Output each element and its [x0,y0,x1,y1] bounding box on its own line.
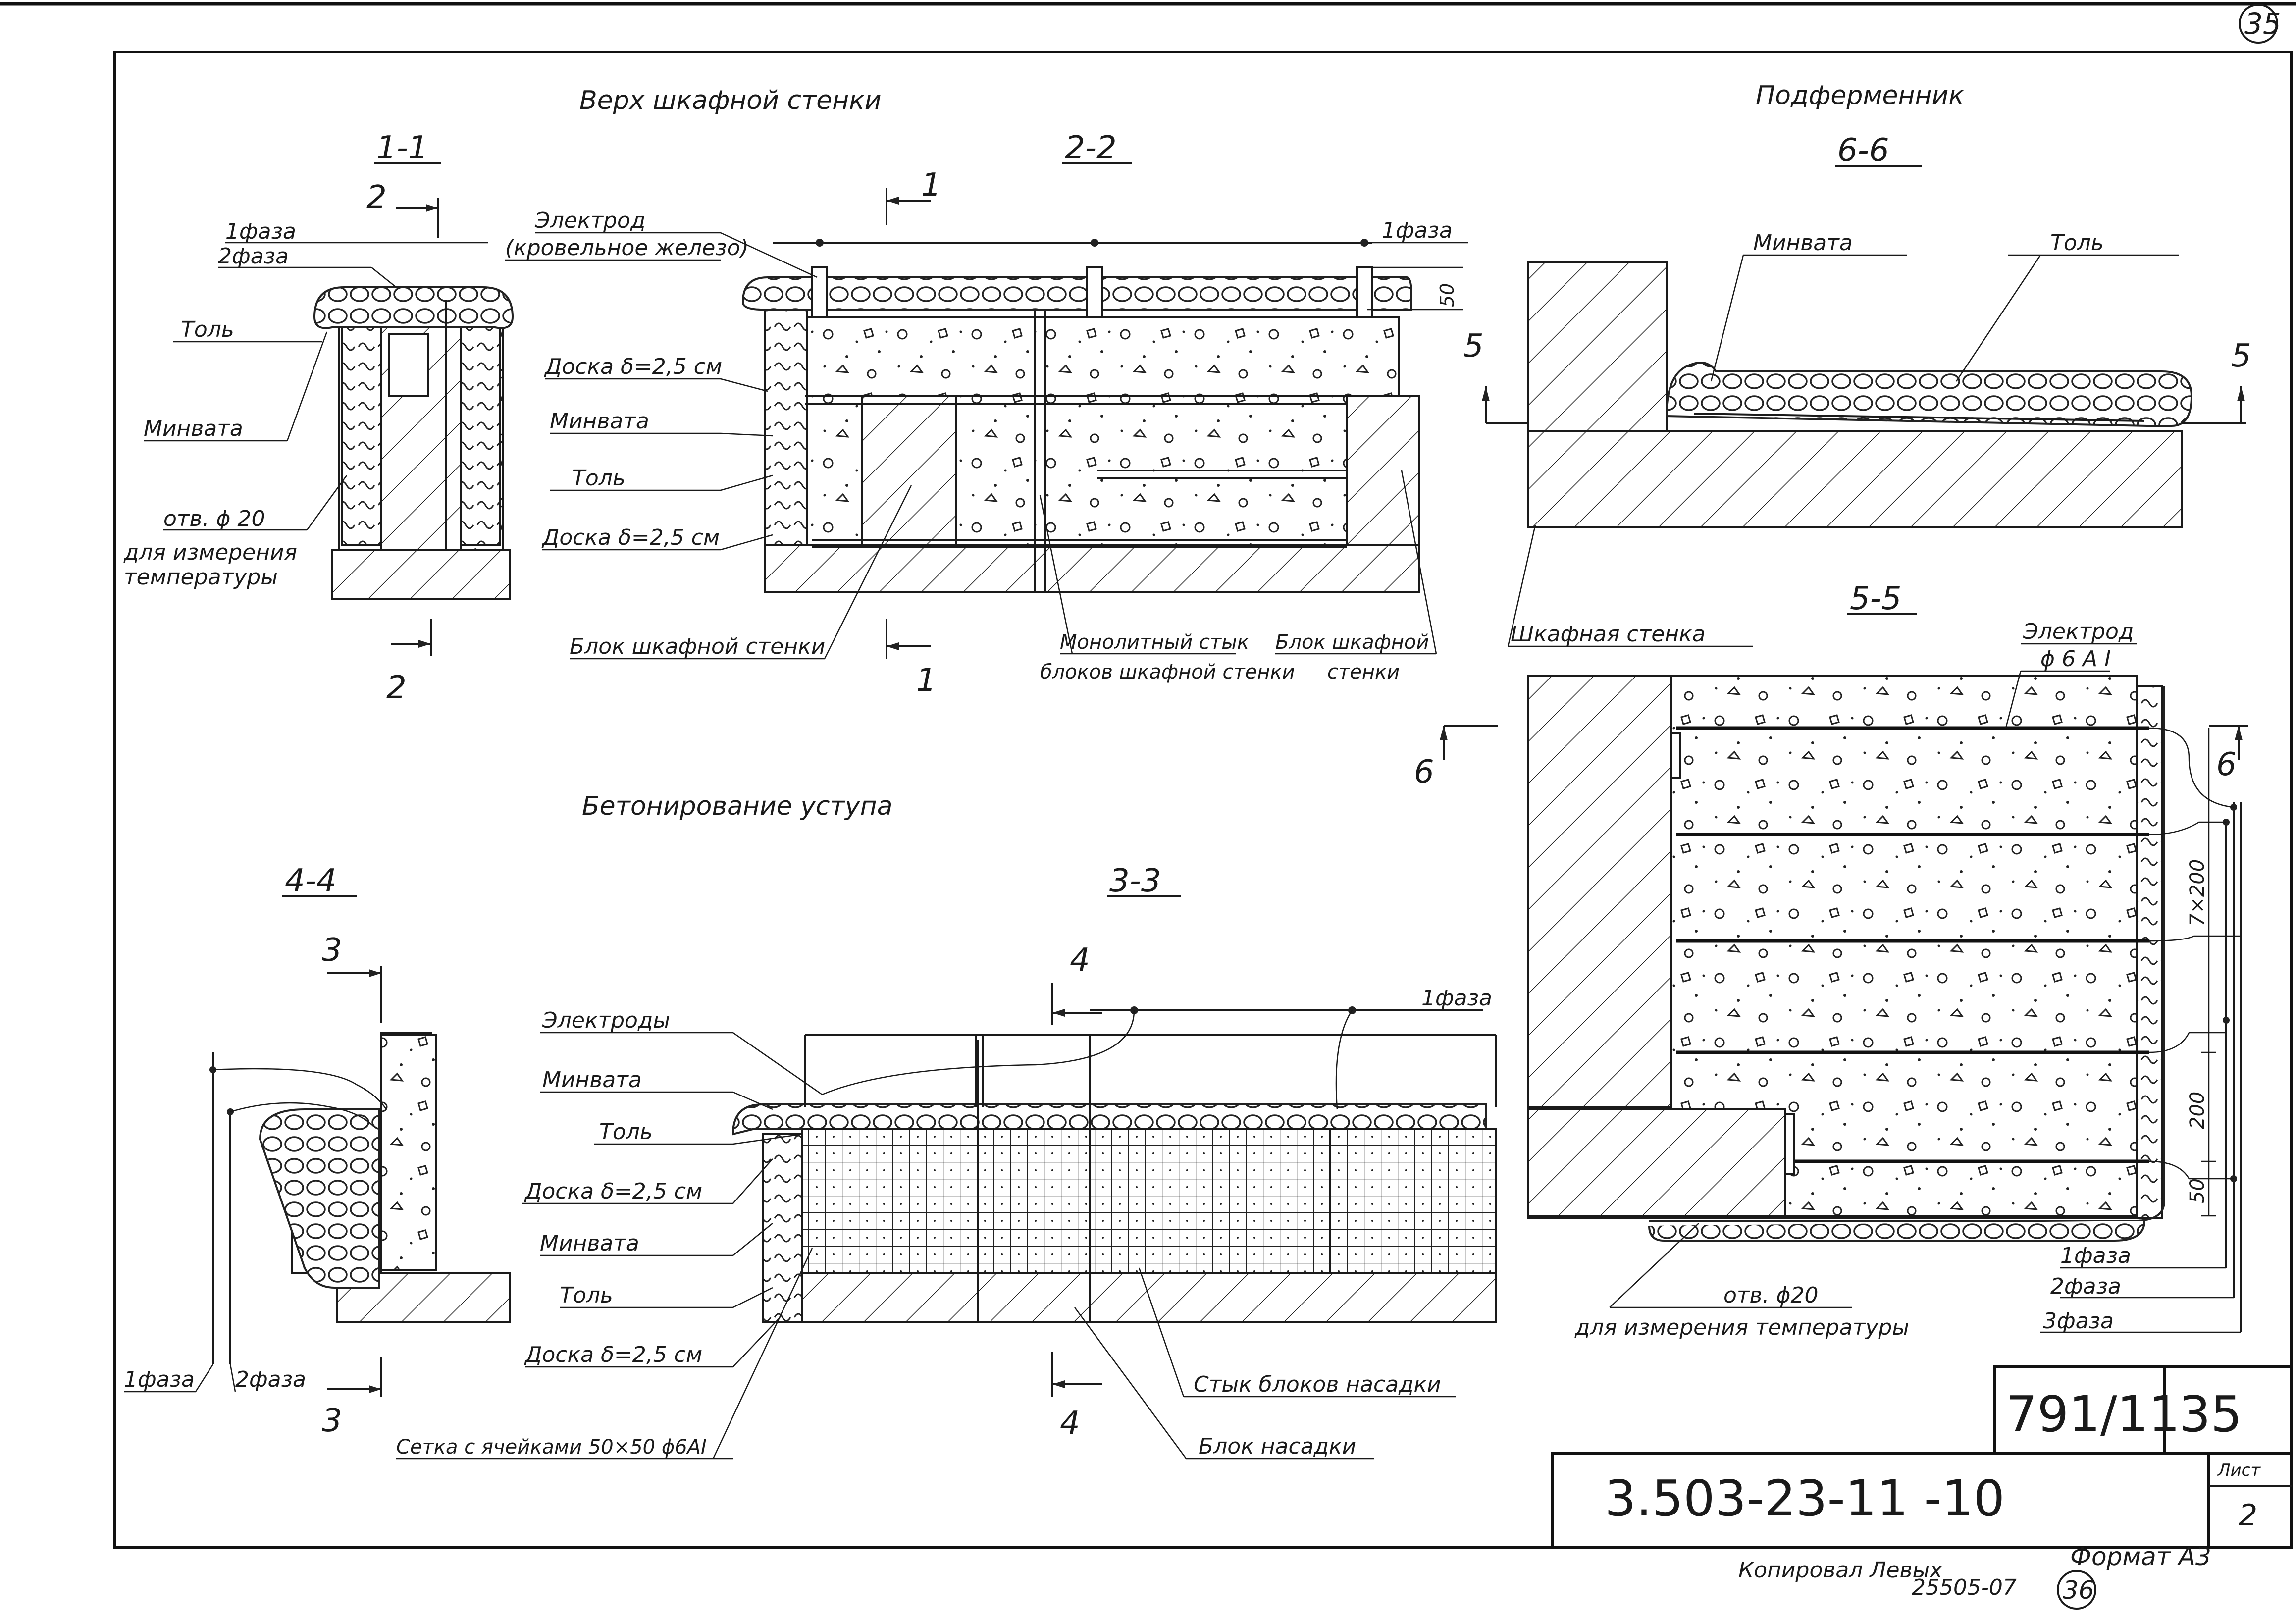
svg-text:6: 6 [2216,746,2237,783]
svg-text:6-6: 6-6 [1837,132,1889,169]
svg-text:Стык блоков насадки: Стык блоков насадки [1194,1372,1441,1397]
list-label: Лист [2217,1461,2261,1480]
svg-text:Толь: Толь [181,317,234,342]
svg-text:4: 4 [1070,942,1090,979]
svg-text:Толь: Толь [572,466,626,491]
svg-text:1: 1 [916,662,937,699]
svg-text:50: 50 [2186,1178,2209,1203]
svg-text:1фаза: 1фаза [2060,1243,2131,1268]
svg-text:2фаза: 2фаза [235,1367,306,1392]
svg-text:Доска δ=2,5 см: Доска δ=2,5 см [544,354,722,379]
svg-text:Электрод: Электрод [534,208,645,233]
svg-text:4: 4 [1060,1405,1080,1442]
svg-text:Доска δ=2,5 см: Доска δ=2,5 см [524,1179,702,1204]
svg-text:6: 6 [1414,754,1434,790]
section-6-6: 6-6 5 5 Минвата Толь Шкафная стенка [1463,132,2251,647]
svg-text:Электроды: Электроды [542,1008,670,1033]
svg-text:1фаза: 1фаза [1421,986,1492,1011]
svg-text:3фаза: 3фаза [2043,1308,2114,1334]
svg-text:Блок насадки: Блок насадки [1199,1434,1356,1459]
svg-text:5: 5 [1463,328,1484,365]
corner-number: 35 [2244,7,2281,41]
svg-text:для измерения: для измерения [123,540,297,565]
svg-text:2: 2 [366,179,387,216]
svg-text:1фаза: 1фаза [1382,218,1453,243]
svg-text:1фаза: 1фаза [225,219,296,244]
svg-text:Минвата: Минвата [550,409,649,434]
corner-number-circle [2239,4,2278,44]
svg-text:Толь: Толь [599,1119,653,1145]
svg-text:для измерения температуры: для измерения температуры [1574,1315,1909,1340]
sheet-number: 35 [2179,1385,2242,1443]
section-2-2: 2-2 50 1 1 1фаза Эле [505,130,1468,699]
svg-text:5-5: 5-5 [1850,580,1902,617]
svg-text:2: 2 [386,670,407,706]
svg-text:Толь: Толь [2050,230,2104,256]
heading-top-wall: Верх шкафной стенки [579,86,882,115]
svg-text:5: 5 [2231,338,2251,374]
svg-text:температуры: температуры [124,565,278,590]
svg-text:отв. ϕ 20: отв. ϕ 20 [163,506,265,531]
doc-number: 3.503-23-11 -10 [1605,1469,2005,1527]
svg-text:Минвата: Минвата [540,1231,639,1256]
bottom-circle-number: 36 [2063,1576,2094,1605]
svg-text:стенки: стенки [1327,661,1400,683]
svg-text:1фаза: 1фаза [124,1367,195,1392]
svg-text:Сетка с ячейками 50×50 ϕ6АI: Сетка с ячейками 50×50 ϕ6АI [396,1436,707,1459]
svg-text:блоков шкафной стенки: блоков шкафной стенки [1040,661,1295,683]
svg-text:200: 200 [2186,1092,2209,1129]
svg-text:отв. ϕ20: отв. ϕ20 [1723,1283,1818,1308]
svg-text:ϕ 6 А I: ϕ 6 А I [2040,646,2111,672]
svg-text:1: 1 [921,167,941,204]
bottom-code: 25505-07 [1912,1575,2017,1600]
svg-text:(кровельное железо): (кровельное железо) [505,235,749,261]
svg-text:Шкафная стенка: Шкафная стенка [1511,622,1706,647]
svg-text:Толь: Толь [560,1283,613,1308]
svg-text:50: 50 [1436,283,1458,307]
bottom-circle [2057,1570,2096,1610]
format-label: Формат А3 [2070,1542,2211,1571]
heading-subframe: Подферменник [1756,81,1964,110]
svg-text:Доска δ=2,5 см: Доска δ=2,5 см [541,525,720,550]
svg-text:2фаза: 2фаза [218,244,289,269]
svg-text:3: 3 [322,1403,342,1439]
svg-text:Блок шкафной: Блок шкафной [1275,631,1429,654]
list-value: 2 [2239,1498,2257,1533]
section-1-1: 1-1 2 2 1фаза 2фаза Толь Минвата отв. ϕ … [123,130,514,706]
section-3-3: 3-3 1фаза 4 4 Электроды Минвата [396,863,1497,1460]
section-4-4: 4-4 3 3 1фаза 2фаза [124,863,511,1439]
drawing-number: 791/11 [2006,1385,2180,1443]
heading-ledge: Бетонирование уступа [582,791,893,821]
svg-text:Минвата: Минвата [542,1067,642,1093]
svg-text:Минвата: Минвата [1753,230,1853,256]
svg-text:1-1: 1-1 [376,130,428,166]
svg-text:Электрод: Электрод [2023,619,2134,644]
svg-text:4-4: 4-4 [285,863,337,899]
svg-text:7×200: 7×200 [2186,859,2209,926]
svg-text:3: 3 [322,932,342,969]
svg-text:Минвата: Минвата [144,416,243,441]
copied-label: Копировал Левых [1738,1558,1943,1583]
svg-text:Монолитный стык: Монолитный стык [1060,631,1249,654]
title-block: 3.503-23-11 -10 791/11 35 Лист 2 [1551,1365,2293,1549]
section-5-5: 5-5 7×200 200 50 [1414,580,2248,1340]
svg-text:Доска δ=2,5 см: Доска δ=2,5 см [524,1342,702,1367]
svg-text:3-3: 3-3 [1109,863,1161,899]
svg-text:2-2: 2-2 [1065,130,1117,166]
sheet-frame [113,51,2293,1549]
svg-text:2фаза: 2фаза [2050,1274,2121,1299]
svg-text:Блок шкафной стенки: Блок шкафной стенки [570,634,825,659]
